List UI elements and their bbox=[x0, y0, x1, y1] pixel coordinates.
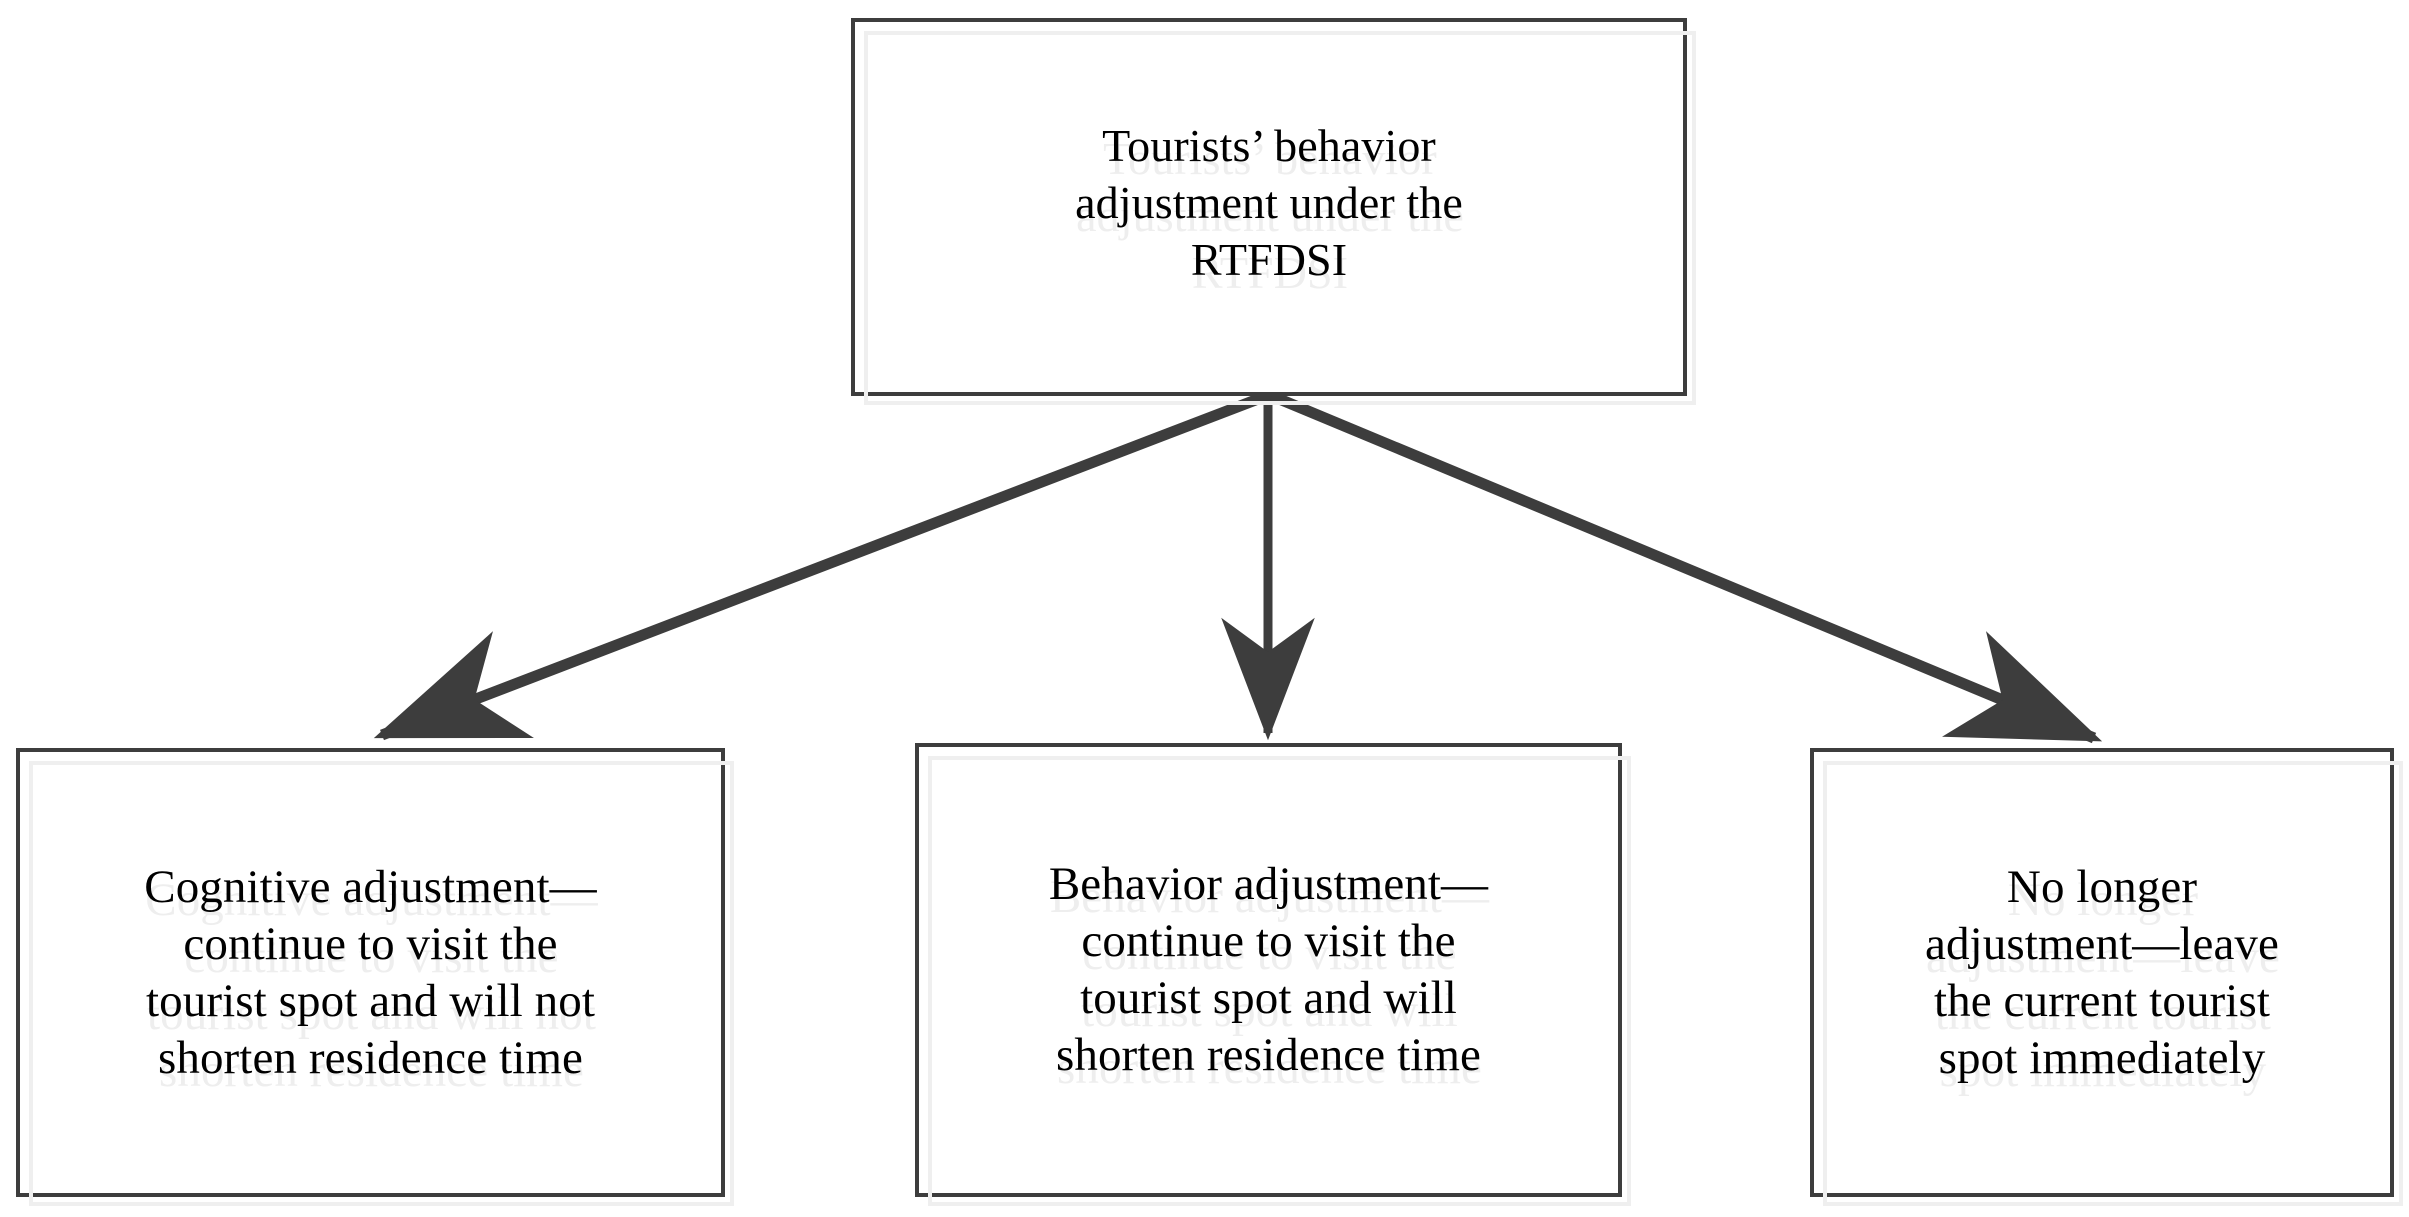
edge-root-to-no-longer-arrow bbox=[1269, 390, 2103, 744]
node-label-cognitive-adjustment: Cognitive adjustment— continue to visit … bbox=[144, 860, 597, 1084]
edge-root-to-cognitive-arrow bbox=[373, 390, 1268, 741]
node-box-no-longer-adjustment[interactable]: No longer adjustment—leave the current t… bbox=[1810, 748, 2403, 1206]
node-box-root[interactable]: Tourists’ behavior adjustment under the … bbox=[851, 18, 1696, 405]
node-label-root: Tourists’ behavior adjustment under the … bbox=[1075, 119, 1463, 285]
node-label-behavior-adjustment: Behavior adjustment— continue to visit t… bbox=[1048, 858, 1489, 1081]
node-label-no-longer-adjustment: No longer adjustment—leave the current t… bbox=[1925, 860, 2279, 1084]
node-box-behavior-adjustment[interactable]: Behavior adjustment— continue to visit t… bbox=[915, 743, 1631, 1206]
node-box-cognitive-adjustment[interactable]: Cognitive adjustment— continue to visit … bbox=[16, 748, 734, 1206]
